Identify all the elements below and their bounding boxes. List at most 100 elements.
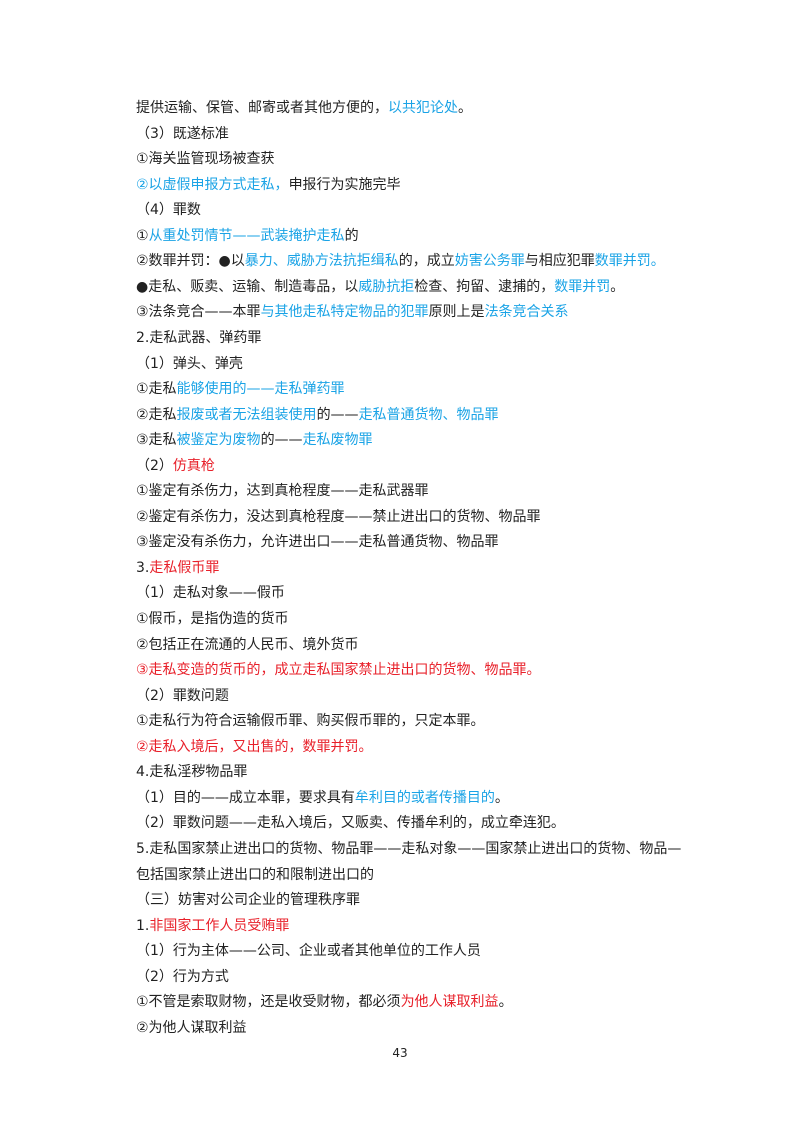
text-line: （2）罪数问题——走私入境后，又贩卖、传播牟利的，成立牵连犯。 bbox=[136, 813, 696, 833]
text-segment: ②走私 bbox=[136, 406, 177, 423]
text-segment: 。 bbox=[458, 100, 472, 116]
text-segment: 原则上是 bbox=[428, 304, 485, 321]
text-segment: （2）罪数问题 bbox=[136, 687, 229, 704]
text-segment: 。 bbox=[494, 789, 509, 806]
text-line: ②走私入境后，又出售的，数罪并罚。 bbox=[136, 737, 696, 757]
text-line: ③走私被鉴定为废物的——走私废物罪 bbox=[136, 430, 696, 450]
text-line: （4）罪数 bbox=[136, 200, 696, 220]
text-line: （1）行为主体——公司、企业或者其他单位的工作人员 bbox=[136, 941, 696, 961]
text-segment: 的—— bbox=[316, 406, 359, 423]
text-segment: 数罪并罚。 bbox=[594, 253, 665, 270]
text-segment: （1）目的——成立本罪，要求具有 bbox=[136, 789, 355, 806]
text-segment: 报废或者无法组装使用 bbox=[176, 406, 317, 423]
text-segment: （1）行为主体——公司、企业或者其他单位的工作人员 bbox=[136, 943, 481, 960]
text-segment: 威胁抗拒 bbox=[358, 278, 415, 295]
text-line: （2）仿真枪 bbox=[136, 456, 696, 476]
text-line: ●走私、贩卖、运输、制造毒品，以威胁抗拒检查、拘留、逮捕的，数罪并罚。 bbox=[136, 277, 696, 297]
text-segment: （3）既遂标准 bbox=[136, 125, 229, 142]
text-line: ①海关监管现场被查获 bbox=[136, 149, 696, 169]
text-segment: 与相应犯罪 bbox=[524, 253, 595, 270]
text-line: ①走私行为符合运输假币罪、购买假币罪的，只定本罪。 bbox=[136, 711, 696, 731]
text-segment: （1）走私对象——假币 bbox=[136, 585, 285, 602]
text-segment: （2） bbox=[136, 457, 173, 474]
text-line: （3）既遂标准 bbox=[136, 124, 696, 144]
text-line: （三）妨害对公司企业的管理秩序罪 bbox=[136, 890, 696, 910]
text-line: ①不管是索取财物，还是收受财物，都必须为他人谋取利益。 bbox=[136, 992, 696, 1012]
text-segment: ①鉴定有杀伤力，达到真枪程度——走私武器罪 bbox=[136, 483, 429, 500]
text-segment: 2.走私武器、弹药罪 bbox=[136, 329, 262, 346]
text-segment: （2）行为方式 bbox=[136, 968, 229, 985]
text-segment: 以共犯论处 bbox=[388, 100, 458, 116]
text-segment: 的，成立 bbox=[398, 253, 455, 270]
text-line: ①从重处罚情节——武装掩护走私的 bbox=[136, 226, 696, 246]
text-line: （1）弹头、弹壳 bbox=[136, 354, 696, 374]
text-line: （2）行为方式 bbox=[136, 967, 696, 987]
text-line: ①走私能够使用的——走私弹药罪 bbox=[136, 379, 696, 399]
text-segment: 为他人谋取利益 bbox=[400, 994, 499, 1011]
text-line: ②为他人谋取利益 bbox=[136, 1018, 696, 1038]
text-line: ②走私报废或者无法组装使用的——走私普通货物、物品罪 bbox=[136, 405, 696, 425]
text-segment: 走私假币罪 bbox=[149, 559, 220, 576]
text-line: （2）罪数问题 bbox=[136, 686, 696, 706]
text-segment: 数罪并罚 bbox=[554, 278, 611, 295]
text-segment: 与其他走私特定物品的犯罪 bbox=[260, 304, 429, 321]
text-segment: （4）罪数 bbox=[136, 202, 201, 219]
text-segment: 能够使用的——走私弹药罪 bbox=[176, 381, 345, 398]
text-segment: ①不管是索取财物，还是收受财物，都必须 bbox=[136, 994, 401, 1011]
text-segment: ●走私、贩卖、运输、制造毒品，以 bbox=[136, 278, 359, 295]
text-line: 2.走私武器、弹药罪 bbox=[136, 328, 696, 348]
text-segment: ①假币，是指伪造的货币 bbox=[136, 611, 289, 627]
text-segment: 1. bbox=[136, 917, 150, 934]
text-line: ②鉴定有杀伤力，没达到真枪程度——禁止进出口的货物、物品罪 bbox=[136, 507, 696, 527]
text-segment: 妨害公务罪 bbox=[454, 253, 525, 270]
text-segment: ②鉴定有杀伤力，没达到真枪程度——禁止进出口的货物、物品罪 bbox=[136, 508, 541, 525]
text-segment: ①走私 bbox=[136, 381, 177, 398]
text-segment: 从重处罚情节——武装掩护走私 bbox=[148, 227, 345, 244]
text-line: 5.走私国家禁止进出口的货物、物品罪——走私对象——国家禁止进出口的货物、物品— bbox=[136, 839, 696, 859]
text-segment: 3. bbox=[136, 559, 150, 576]
text-line: ②包括正在流通的人民币、境外货币 bbox=[136, 635, 696, 655]
text-segment: 暴力、威胁方法抗拒缉私 bbox=[244, 253, 399, 270]
text-line: （1）目的——成立本罪，要求具有牟利目的或者传播目的。 bbox=[136, 788, 696, 808]
text-segment: ②包括正在流通的人民币、境外货币 bbox=[136, 636, 359, 653]
text-line: ②以虚假申报方式走私，申报行为实施完毕 bbox=[136, 175, 696, 195]
text-segment: ①走私行为符合运输假币罪、购买假币罪的，只定本罪。 bbox=[136, 713, 485, 730]
text-segment: 的 bbox=[344, 227, 359, 244]
text-segment: ① bbox=[136, 227, 149, 244]
text-segment: 非国家工作人员受贿罪 bbox=[149, 917, 290, 934]
text-segment: 走私普通货物、物品罪 bbox=[358, 406, 499, 423]
text-segment: 。 bbox=[610, 278, 625, 295]
text-segment: 5.走私国家禁止进出口的货物、物品罪——走私对象——国家禁止进出口的货物、物品— bbox=[136, 840, 682, 857]
text-segment: ③法条竞合——本罪 bbox=[136, 304, 261, 321]
text-segment: ②走私入境后，又出售的，数罪并罚。 bbox=[136, 738, 373, 755]
text-segment: 。 bbox=[498, 994, 513, 1011]
text-line: ①鉴定有杀伤力，达到真枪程度——走私武器罪 bbox=[136, 481, 696, 501]
text-segment: （2）罪数问题——走私入境后，又贩卖、传播牟利的，成立牵连犯。 bbox=[136, 815, 565, 832]
text-segment: ②数罪并罚：●以 bbox=[136, 253, 245, 270]
text-segment: （1）弹头、弹壳 bbox=[136, 355, 243, 372]
text-line: 1.非国家工作人员受贿罪 bbox=[136, 916, 696, 936]
text-segment: 被鉴定为废物 bbox=[176, 432, 261, 449]
text-segment: 申报行为实施完毕 bbox=[288, 176, 401, 193]
text-segment: ③鉴定没有杀伤力，允许进出口——走私普通货物、物品罪 bbox=[136, 534, 499, 551]
text-segment: （三）妨害对公司企业的管理秩序罪 bbox=[136, 892, 360, 909]
text-segment: 包括国家禁止进出口的和限制进出口的 bbox=[136, 866, 374, 883]
page-number: 43 bbox=[392, 1046, 408, 1060]
text-line: ②数罪并罚：●以暴力、威胁方法抗拒缉私的，成立妨害公务罪与相应犯罪数罪并罚。 bbox=[136, 251, 696, 271]
text-line: （1）走私对象——假币 bbox=[136, 583, 696, 603]
text-segment: ③走私 bbox=[136, 432, 177, 449]
text-segment: ②以虚假申报方式走私， bbox=[136, 176, 289, 193]
text-line: 4.走私淫秽物品罪 bbox=[136, 762, 696, 782]
text-segment: 法条竞合关系 bbox=[484, 304, 569, 321]
text-segment: 检查、拘留、逮捕的， bbox=[414, 278, 555, 295]
text-segment: 走私废物罪 bbox=[302, 432, 373, 449]
text-segment: ③走私变造的货币的，成立走私国家禁止进出口的货物、物品罪。 bbox=[136, 662, 541, 679]
text-line: 包括国家禁止进出口的和限制进出口的 bbox=[136, 865, 696, 885]
text-segment: 提供运输、保管、邮寄或者其他方便的， bbox=[136, 100, 388, 116]
text-segment: 的—— bbox=[260, 432, 303, 449]
text-line: ③鉴定没有杀伤力，允许进出口——走私普通货物、物品罪 bbox=[136, 532, 696, 552]
text-line: ③法条竞合——本罪与其他走私特定物品的犯罪原则上是法条竞合关系 bbox=[136, 302, 696, 322]
text-segment: 牟利目的或者传播目的 bbox=[354, 789, 495, 806]
text-segment: 仿真枪 bbox=[172, 457, 215, 474]
text-line: 提供运输、保管、邮寄或者其他方便的，以共犯论处。 bbox=[136, 98, 696, 118]
